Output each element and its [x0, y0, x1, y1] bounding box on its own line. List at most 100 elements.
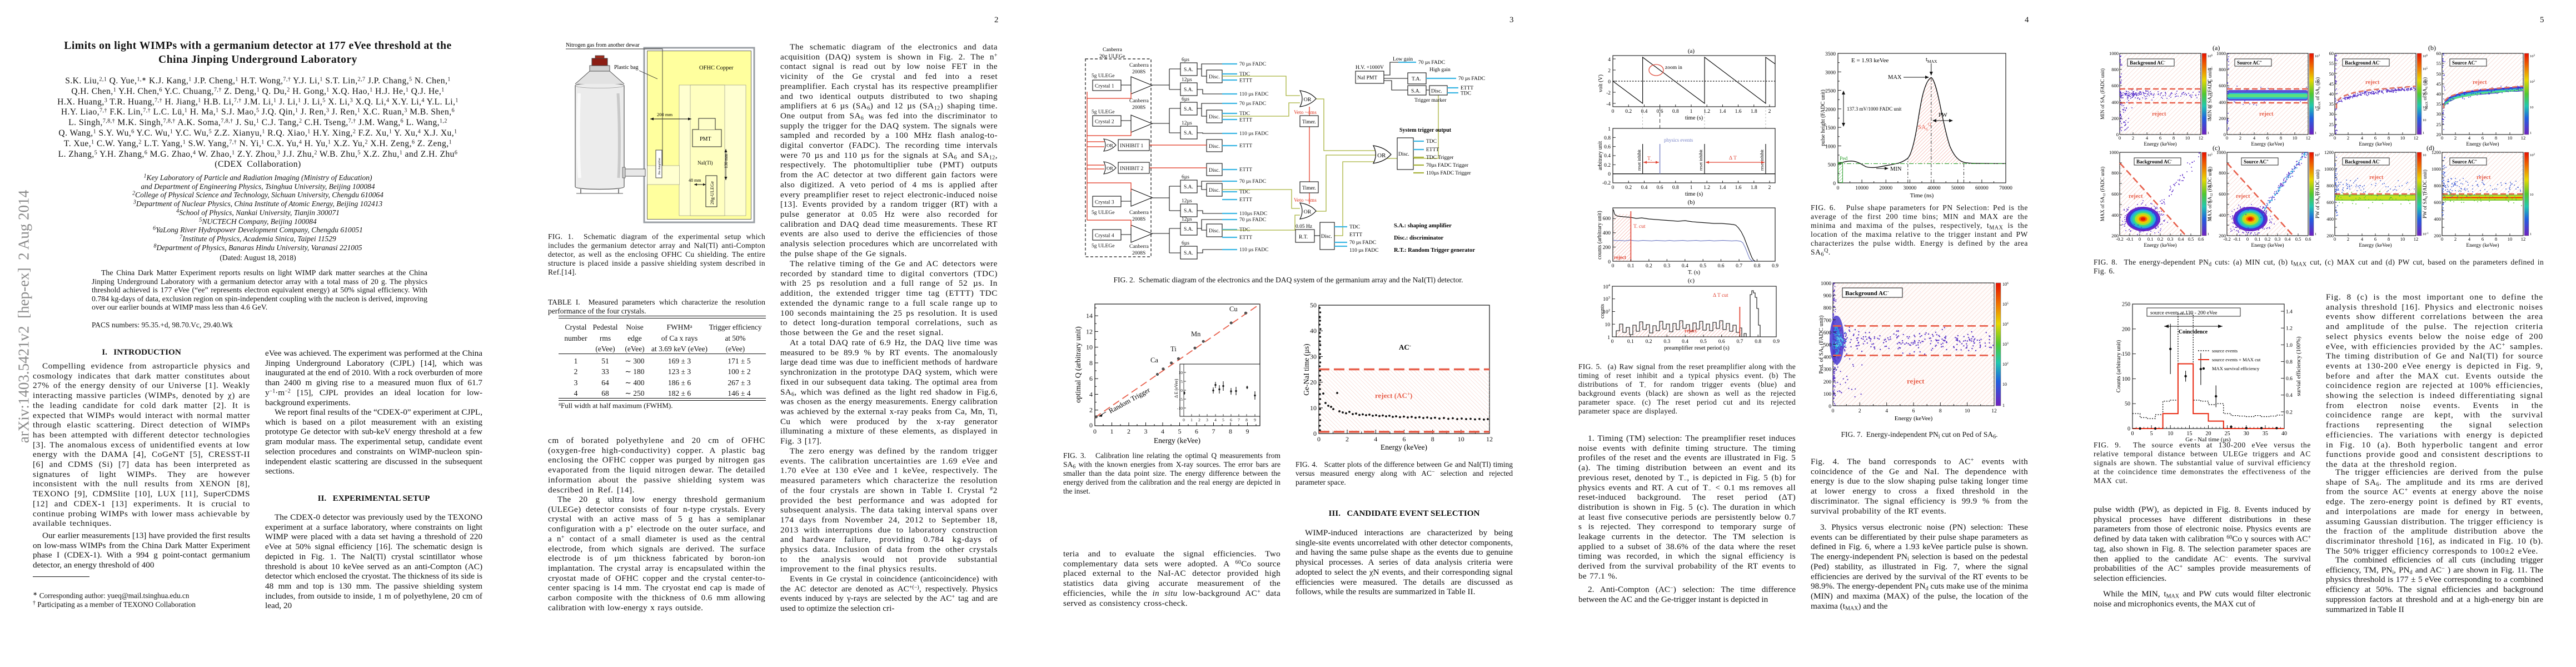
svg-text:12µs: 12µs	[1182, 77, 1192, 83]
svg-text:4: 4	[2361, 135, 2364, 141]
svg-text:TDC: TDC	[1239, 111, 1250, 117]
svg-text:0: 0	[1313, 430, 1317, 437]
svg-text:0.2: 0.2	[2286, 410, 2293, 415]
svg-text:(c): (c)	[1688, 277, 1695, 284]
svg-text:103: 103	[1603, 296, 1610, 302]
svg-text:reset inhibit: reset inhibit	[1698, 149, 1703, 171]
svg-text:High gain: High gain	[1429, 67, 1451, 73]
svg-text:1: 1	[2208, 232, 2209, 236]
svg-text:Disc.: Disc.	[1209, 228, 1220, 234]
svg-text:1.8: 1.8	[1751, 109, 1757, 115]
svg-text:volt (V): volt (V)	[1598, 74, 1604, 92]
svg-text:0.6: 0.6	[1604, 145, 1611, 150]
svg-text:1: 1	[1608, 127, 1611, 132]
svg-text:0.9: 0.9	[1772, 263, 1778, 269]
svg-text:6: 6	[1230, 417, 1232, 422]
svg-text:Canberra: Canberra	[1129, 244, 1149, 250]
svg-text:2: 2	[2454, 135, 2457, 141]
svg-text:0.1: 0.1	[2148, 236, 2154, 242]
svg-text:Ge-NaI time (µs): Ge-NaI time (µs)	[1302, 344, 1311, 395]
svg-text:Canberra: Canberra	[1129, 98, 1149, 104]
svg-text:S.A.: S.A.	[1184, 131, 1193, 136]
svg-text:Background AC-: Background AC-	[2345, 60, 2380, 66]
svg-text:reject: reject	[2369, 175, 2384, 181]
svg-text:110µs FADC: 110µs FADC	[1239, 211, 1267, 217]
svg-text:0: 0	[1832, 409, 1835, 414]
svg-text:0.4: 0.4	[1604, 153, 1611, 159]
svg-text:400: 400	[1603, 231, 1611, 236]
svg-text:200: 200	[1603, 245, 1611, 251]
svg-text:600: 600	[2326, 200, 2334, 205]
svg-text:6: 6	[2266, 135, 2269, 141]
svg-text:Source AC+: Source AC+	[2244, 159, 2269, 165]
svg-text:pulse height (FADC unit): pulse height (FADC unit)	[1820, 89, 1826, 146]
svg-text:ETTT: ETTT	[1239, 118, 1252, 123]
svg-text:50: 50	[2329, 71, 2334, 77]
svg-text:S.A.: shaping amplifier: S.A.: shaping amplifier	[1394, 223, 1452, 229]
svg-text:0: 0	[1612, 185, 1615, 191]
svg-text:Disc.: discriminator: Disc.: discriminator	[1394, 235, 1444, 241]
svg-text:5g ULEGe: 5g ULEGe	[1092, 210, 1114, 216]
svg-text:physics events: physics events	[1664, 137, 1693, 143]
svg-text:9: 9	[1246, 427, 1249, 435]
svg-text:3: 3	[1206, 417, 1208, 422]
svg-text:106: 106	[2208, 54, 2213, 58]
svg-text:25: 25	[2437, 122, 2442, 127]
svg-text:110 µs FADC: 110 µs FADC	[1239, 131, 1268, 137]
svg-text:1000: 1000	[2216, 150, 2226, 155]
svg-text:10: 10	[2315, 106, 2319, 109]
svg-text:MIN: MIN	[1890, 166, 1902, 172]
svg-text:2: 2	[1768, 185, 1771, 191]
svg-text:0.2: 0.2	[2265, 236, 2271, 242]
svg-text:110 µs FADC: 110 µs FADC	[1239, 247, 1268, 253]
svg-text:-4: -4	[1606, 102, 1611, 107]
svg-text:1.2: 1.2	[2286, 326, 2293, 332]
svg-text:Canberra: Canberra	[1129, 210, 1149, 216]
svg-text:0: 0	[2441, 236, 2443, 242]
svg-text:102: 102	[2530, 80, 2535, 84]
svg-text:0.8: 0.8	[1604, 136, 1611, 141]
svg-text:0: 0	[1180, 388, 1183, 393]
svg-text:2: 2	[2239, 135, 2241, 141]
svg-text:0.4: 0.4	[2285, 236, 2291, 242]
svg-text:1.2: 1.2	[1703, 109, 1710, 115]
svg-text:12µs: 12µs	[1182, 121, 1192, 126]
svg-text:S.A.: S.A.	[1184, 185, 1193, 190]
svg-text:reset inhibit: reset inhibit	[1637, 149, 1642, 171]
svg-text:survial efficiency (100%): survial efficiency (100%)	[2296, 336, 2302, 396]
svg-text:6: 6	[2482, 236, 2484, 242]
svg-text:102: 102	[2002, 362, 2009, 367]
svg-text:0: 0	[1089, 421, 1093, 429]
svg-text:ETTT: ETTT	[1239, 78, 1252, 84]
svg-text:Energy (keVee): Energy (keVee)	[1895, 415, 1933, 422]
svg-text:Source AC+: Source AC+	[2452, 159, 2477, 165]
svg-text:12: 12	[2199, 135, 2204, 141]
svg-text:104: 104	[2423, 80, 2428, 84]
svg-text:4: 4	[1214, 417, 1217, 422]
svg-text:R.T.: R.T.	[1299, 235, 1308, 240]
svg-text:T.A.: T.A.	[1412, 77, 1421, 82]
svg-text:Energy (keVee): Energy (keVee)	[2466, 242, 2499, 248]
svg-text:70 µs FADC: 70 µs FADC	[1239, 179, 1266, 185]
svg-text:reject: reject	[1907, 377, 1925, 385]
svg-text:ETTT: ETTT	[1349, 232, 1362, 238]
svg-text:6: 6	[2159, 135, 2161, 141]
svg-text:0: 0	[1612, 263, 1615, 269]
svg-text:0.4: 0.4	[2178, 236, 2184, 242]
svg-text:1000: 1000	[1821, 281, 1831, 287]
svg-text:counts (arbitrary unit): counts (arbitrary unit)	[1597, 211, 1603, 260]
svg-text:2: 2	[2132, 135, 2134, 141]
svg-text:102: 102	[2208, 201, 2213, 205]
svg-text:NaI(Tl): NaI(Tl)	[697, 160, 712, 166]
svg-text:-0.1: -0.1	[2126, 236, 2133, 242]
svg-text:S.A.: S.A.	[1184, 87, 1193, 93]
svg-text:TDC: TDC	[1239, 190, 1250, 195]
svg-text:10: 10	[2400, 236, 2405, 242]
svg-text:Background AC-: Background AC-	[1845, 289, 1889, 297]
svg-text:100: 100	[1823, 392, 1832, 397]
svg-text:25: 25	[2225, 431, 2230, 437]
svg-text:Low gain: Low gain	[1393, 57, 1413, 62]
svg-text:-2: -2	[1606, 91, 1611, 96]
svg-text:110 µs FADC: 110 µs FADC	[1239, 92, 1268, 97]
svg-text:104: 104	[2208, 169, 2213, 173]
